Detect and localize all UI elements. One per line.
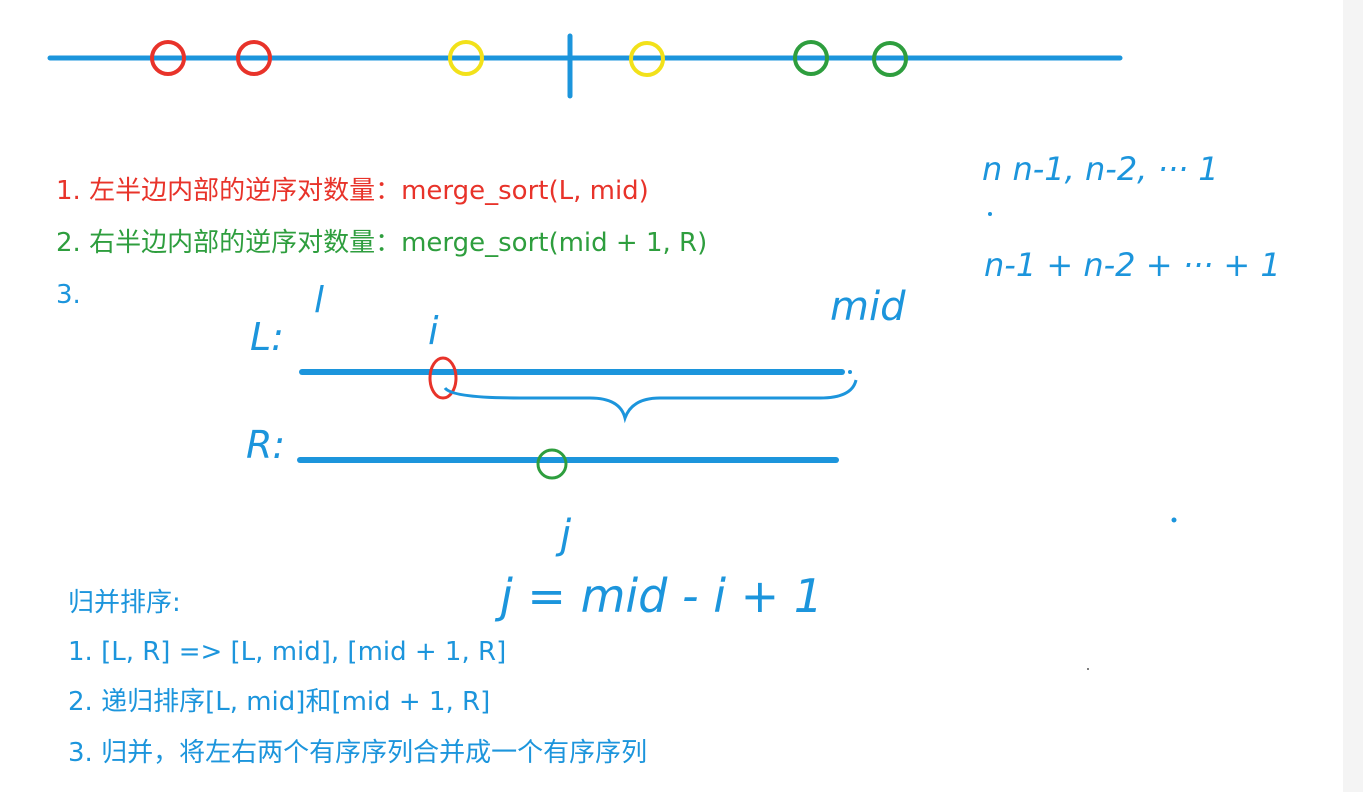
label-L: L: bbox=[250, 315, 284, 359]
small-dot-3 bbox=[1087, 668, 1089, 670]
merge-sort-step-2: 2. 递归排序[L, mid]和[mid + 1, R] bbox=[68, 687, 491, 717]
merge-sort-step-3: 3. 归并，将左右两个有序序列合并成一个有序序列 bbox=[68, 738, 648, 768]
label-mid: mid bbox=[830, 284, 906, 330]
i-pointer-circle bbox=[428, 356, 458, 400]
label-R: R: bbox=[246, 423, 285, 467]
mid-dot bbox=[848, 370, 852, 374]
marker-yellow-1 bbox=[448, 40, 484, 76]
label-j: j bbox=[555, 512, 572, 558]
marker-yellow-2 bbox=[629, 41, 665, 77]
label-i: i bbox=[428, 309, 439, 353]
merge-sort-title: 归并排序: bbox=[68, 588, 181, 618]
brace-i-to-mid bbox=[443, 379, 858, 424]
marker-green-2 bbox=[872, 41, 908, 77]
j-pointer-circle bbox=[536, 448, 568, 480]
merge-sort-step-1: 1. [L, R] => [L, mid], [mid + 1, R] bbox=[68, 637, 507, 667]
step-cross-inversions: 3. bbox=[56, 280, 81, 310]
label-l: l bbox=[314, 280, 324, 321]
scrollbar-track[interactable] bbox=[1343, 0, 1363, 792]
small-dot-1 bbox=[988, 212, 992, 216]
formula: j = mid - i + 1 bbox=[494, 569, 823, 623]
marker-red-1 bbox=[150, 40, 186, 76]
step-right-inversions: 2. 右半边内部的逆序对数量：merge_sort(mid + 1, R) bbox=[56, 228, 708, 258]
small-dot-2 bbox=[1171, 517, 1177, 523]
marker-red-2 bbox=[236, 40, 272, 76]
step-left-inversions: 1. 左半边内部的逆序对数量：merge_sort(L, mid) bbox=[56, 176, 649, 206]
series-sum: n-1 + n-2 + ··· + 1 bbox=[984, 246, 1281, 284]
marker-green-1 bbox=[793, 40, 829, 76]
series-terms: n n-1, n-2, ··· 1 bbox=[982, 150, 1219, 188]
